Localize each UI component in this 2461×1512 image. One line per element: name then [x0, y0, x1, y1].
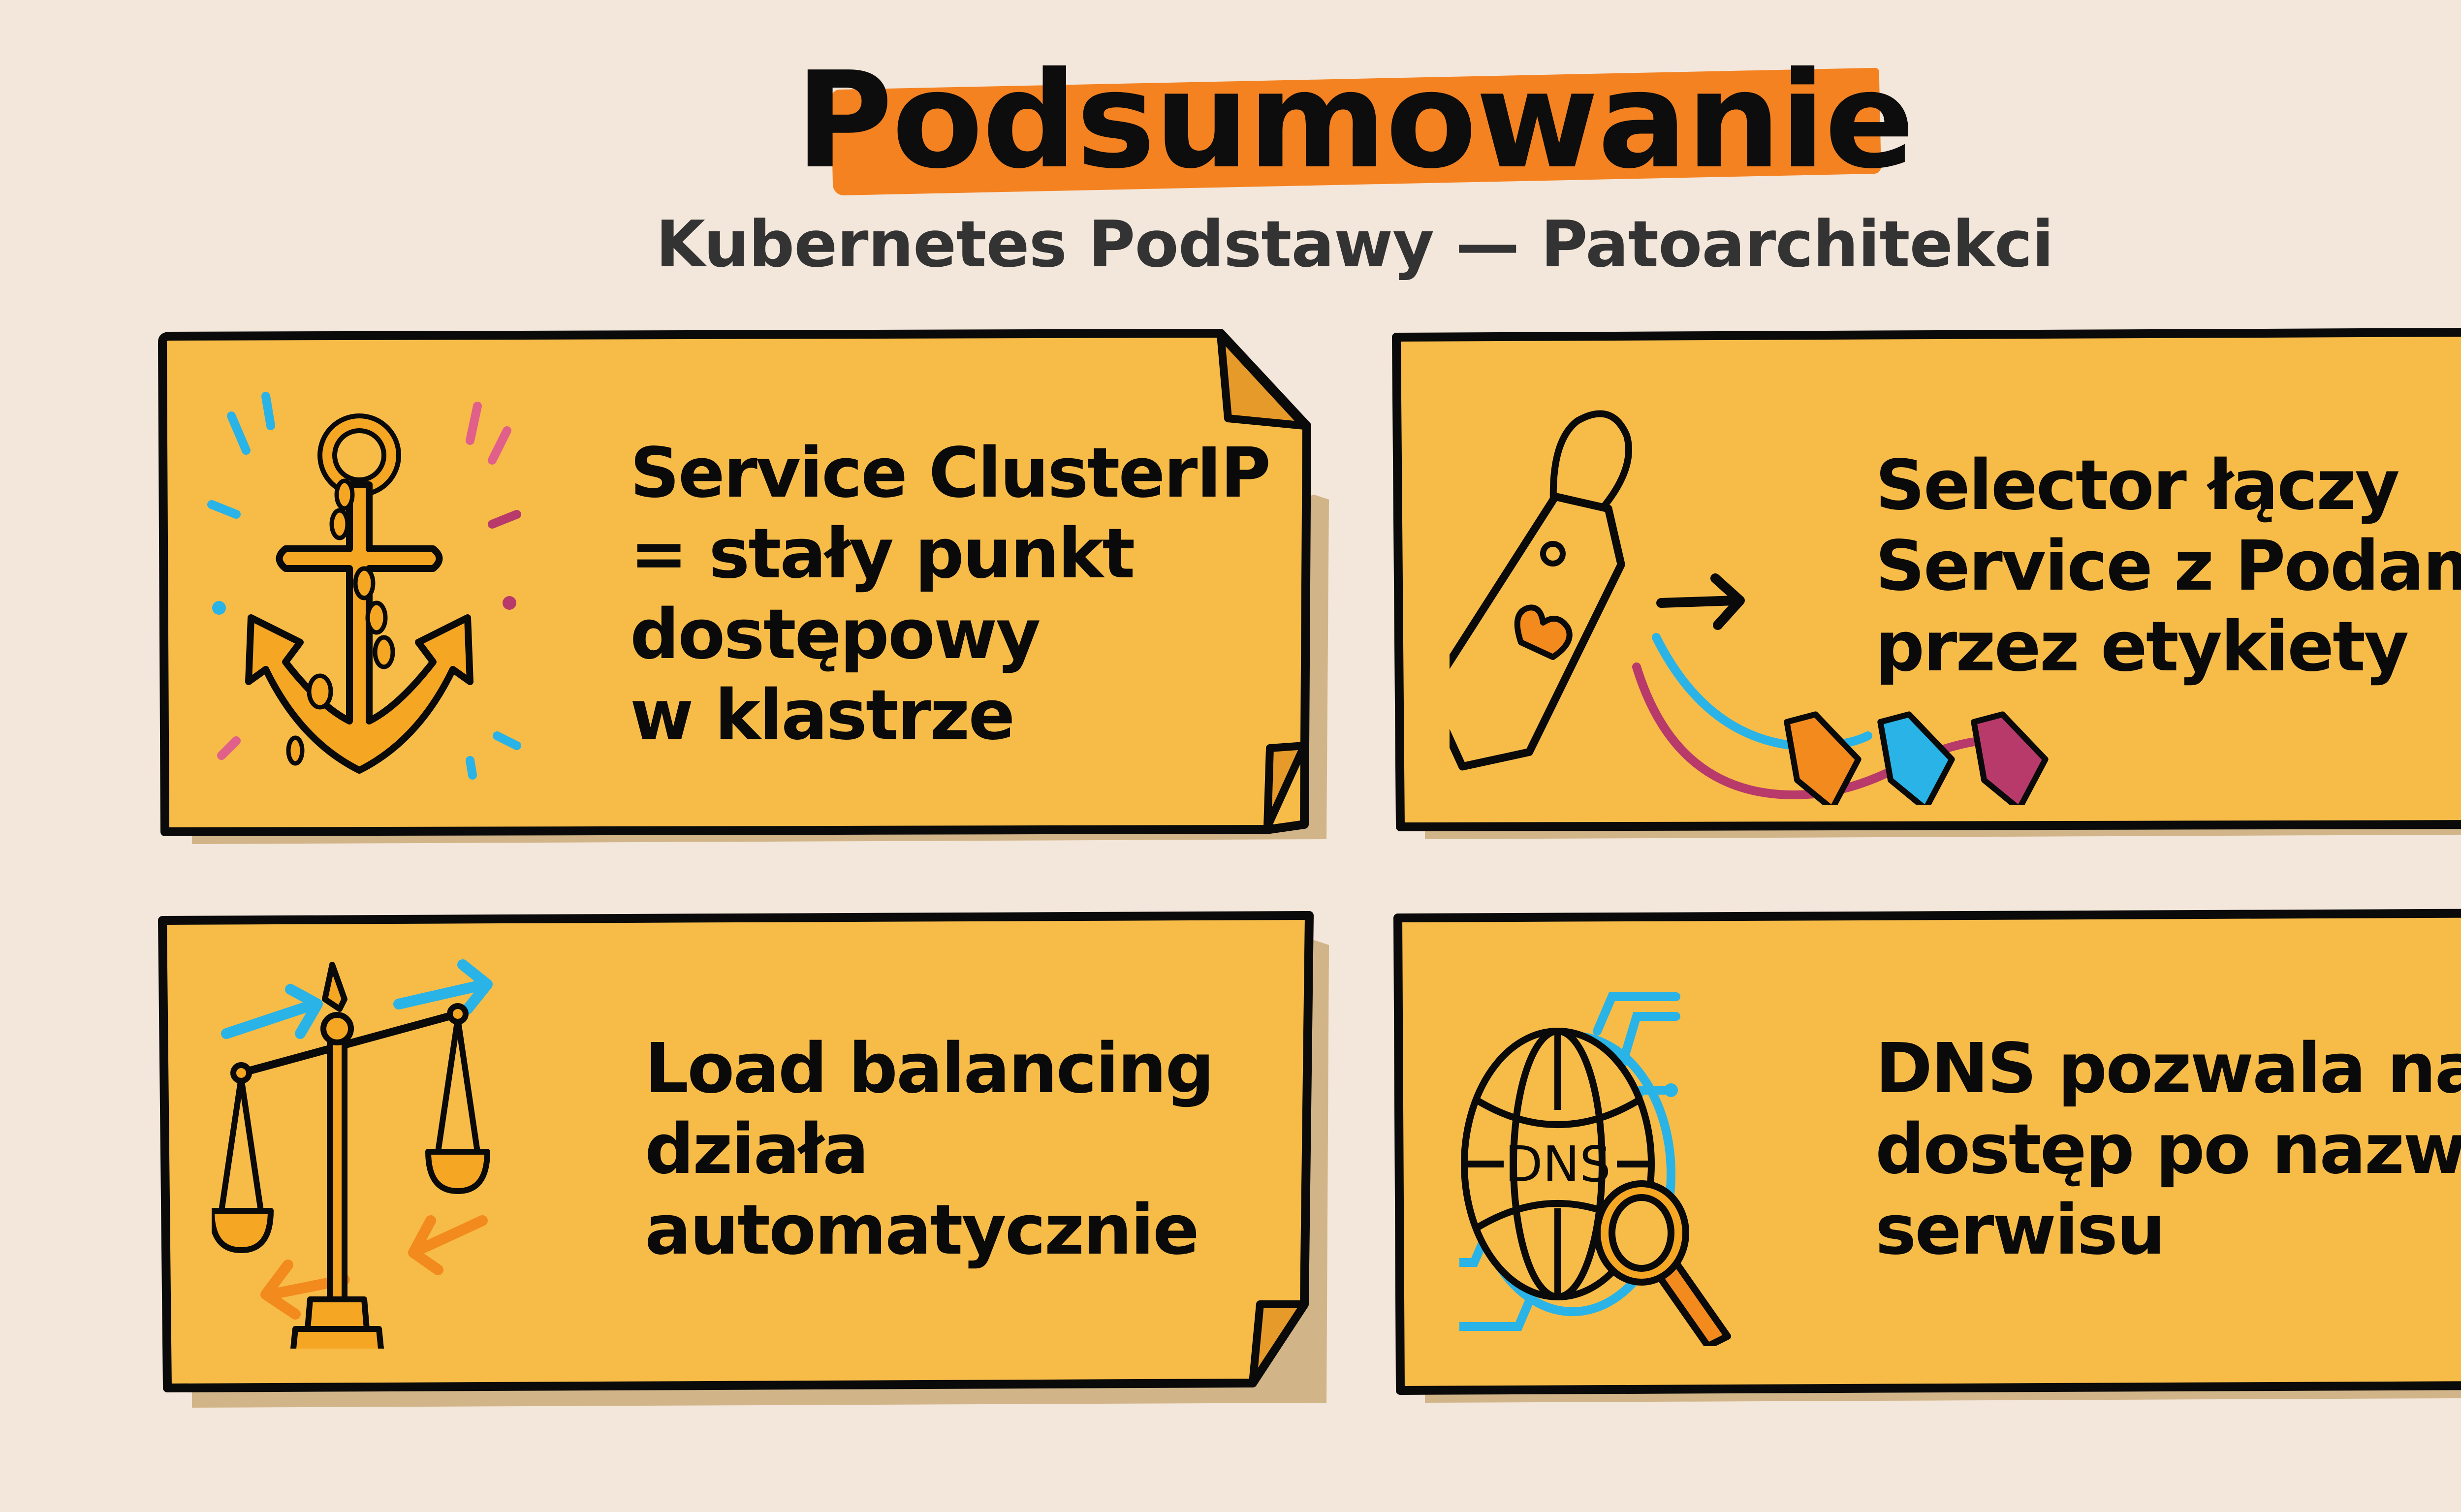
card-line: = stały punkt	[630, 514, 1135, 594]
card-line: DNS pozwala na	[1875, 1029, 2461, 1109]
card-line: dostęp po nazwie	[1875, 1109, 2461, 1190]
card-frame	[158, 329, 1329, 844]
card-text: DNS pozwala na dostęp po nazwie serwisu	[1875, 1029, 2461, 1271]
card-line: Selector łączy	[1875, 445, 2400, 526]
card-line: działa	[645, 1109, 869, 1190]
card-line: przez etykiety	[1875, 607, 2409, 687]
card-text: Load balancing działa automatycznie	[645, 1029, 1214, 1271]
balance-scale-icon	[212, 959, 493, 1349]
card-line: Service ClusterIP	[630, 433, 1271, 513]
label-tag-icon	[1450, 410, 2049, 805]
page-title: Podsumowanie	[795, 43, 1915, 198]
card-line: w klastrze	[630, 675, 1015, 756]
page-subtitle: Kubernetes Podstawy — Patoarchitekci	[656, 207, 2054, 282]
dns-label: DNS	[1505, 1135, 1610, 1193]
summary-card-clusterip: Service ClusterIP = stały punkt dostępow…	[158, 329, 1329, 844]
summary-card-dns: DNS DNS pozwala na dostęp po nazwie serw…	[1390, 906, 2461, 1403]
dns-globe-search-icon: DNS	[1459, 992, 1731, 1346]
card-text: Selector łączy Service z Podami przez et…	[1875, 445, 2461, 688]
card-line: automatycznie	[645, 1190, 1199, 1270]
card-line: serwisu	[1875, 1190, 2166, 1270]
card-line: Service z Podami	[1875, 526, 2461, 606]
title-container: Podsumowanie	[0, 44, 2461, 187]
card-frame	[158, 911, 1329, 1408]
card-text: Service ClusterIP = stały punkt dostępow…	[630, 433, 1271, 756]
summary-card-load-balancing: Load balancing działa automatycznie	[158, 911, 1329, 1408]
card-line: Load balancing	[645, 1029, 1214, 1109]
summary-card-selector: Selector łączy Service z Podami przez et…	[1390, 327, 2461, 839]
card-line: dostępowy	[630, 595, 1041, 675]
anchor-icon	[207, 392, 521, 780]
